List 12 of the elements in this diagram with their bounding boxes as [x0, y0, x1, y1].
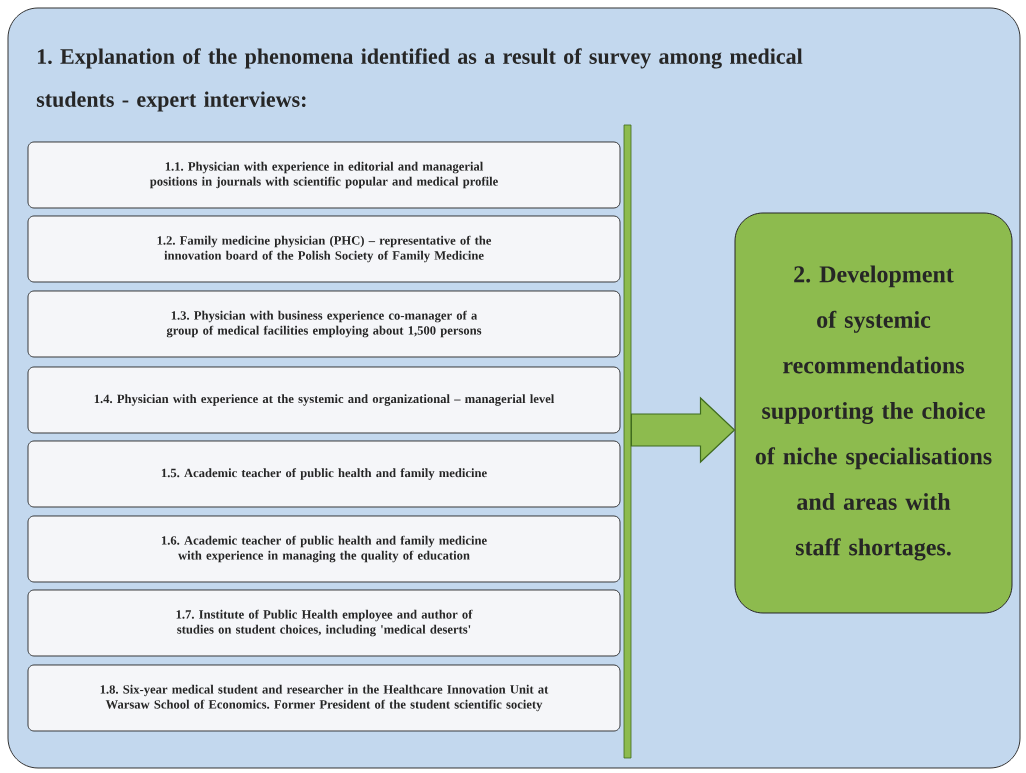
expert-box: 1.4. Physician with experience at the systemic and organizational – managerial level	[27, 366, 621, 434]
expert-box: 1.6. Academic teacher of public health and family medicine with experience in managing the quality of education	[27, 515, 621, 583]
result-box: 2. Development of systemic recommendations supporting the choice of niche specialisations and areas with staff shortages.	[734, 212, 1013, 614]
vertical-bar	[623, 124, 632, 759]
expert-box: 1.2. Family medicine physician (PHC) – representative of the innovation board of the Polish Society of Family Medicine	[27, 215, 621, 283]
expert-box: 1.1. Physician with experience in editorial and managerial positions in journals with scientific popular and medical profile	[27, 141, 621, 209]
heading: 1. Explanation of the phenomena identified as a result of survey among medical students - expert interviews:	[36, 48, 803, 112]
expert-box: 1.7. Institute of Public Health employee and author of studies on student choices, including 'medical deserts'	[27, 589, 621, 657]
block-arrow	[630, 396, 736, 464]
expert-box: 1.3. Physician with business experience co-manager of a group of medical facilities employing about 1,500 persons	[27, 290, 621, 358]
expert-box: 1.8. Six-year medical student and researcher in the Healthcare Innovation Unit at Warsaw School of Economics. Former President of the student scientific society	[27, 664, 621, 732]
expert-box: 1.5. Academic teacher of public health and family medicine	[27, 440, 621, 508]
